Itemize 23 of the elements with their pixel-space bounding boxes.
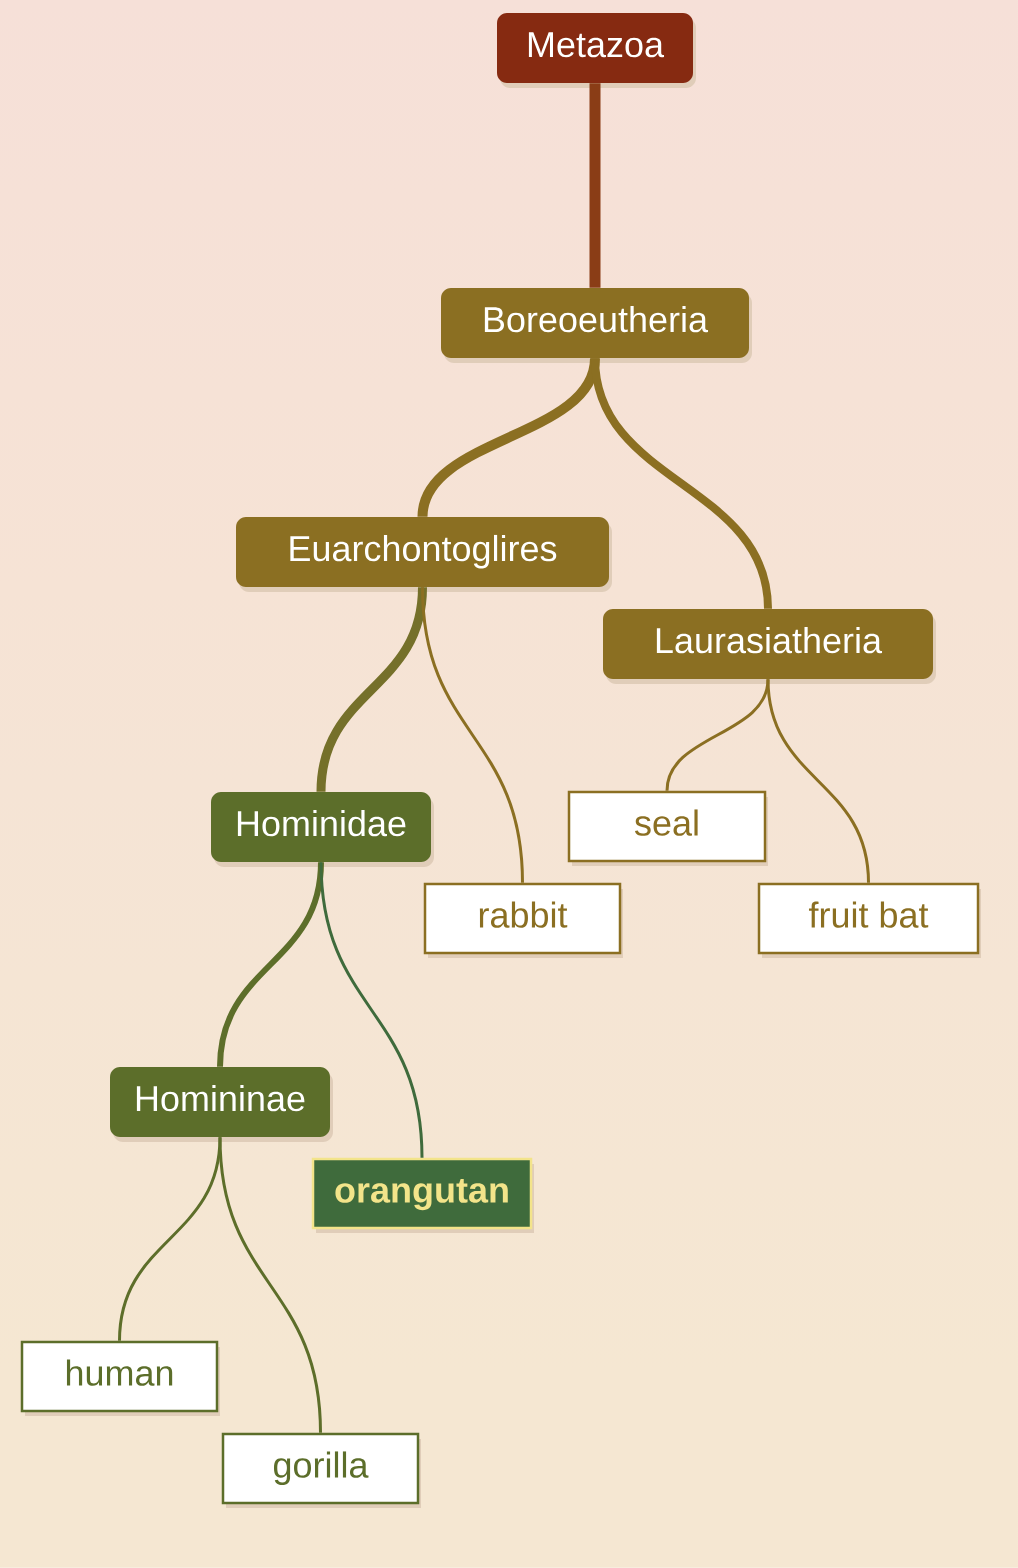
branch-line [218, 1137, 322, 1433]
clade-box: Metazoa [497, 13, 696, 88]
clade-box: Euarchontoglires [236, 517, 612, 592]
branch-line [217, 861, 324, 1068]
highlighted-leaf-box: orangutan [311, 1157, 534, 1233]
branch-line [319, 862, 424, 1158]
branch-line [316, 586, 427, 793]
clade-box: Laurasiatheria [603, 609, 936, 684]
leaf-box: rabbit [423, 882, 623, 958]
branch-line [589, 83, 601, 288]
branch-line [591, 357, 772, 610]
leaf-box: gorilla [221, 1432, 421, 1508]
leaf-box: seal [567, 790, 768, 866]
leaf-box: fruit bat [757, 882, 981, 958]
branch-line [766, 679, 870, 883]
branch-line [417, 357, 600, 518]
branch-line [421, 587, 524, 883]
branch-line [665, 678, 770, 791]
clade-box: Boreoeutheria [441, 288, 752, 363]
clade-box: Hominidae [211, 792, 434, 867]
branch-line [118, 1137, 222, 1341]
leaf-box: human [20, 1340, 220, 1416]
clade-box: Homininae [110, 1067, 333, 1142]
